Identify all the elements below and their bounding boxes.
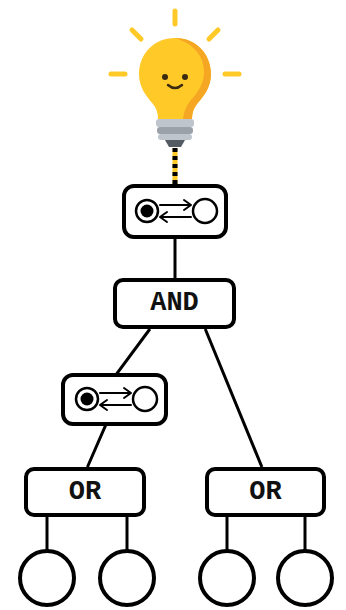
input-circles bbox=[20, 515, 332, 605]
switch-symbol bbox=[124, 186, 226, 237]
switch-symbol bbox=[63, 375, 166, 424]
or-gate-box: OR bbox=[24, 467, 146, 517]
gate-label: AND bbox=[150, 290, 199, 317]
gate-label: OR bbox=[69, 479, 101, 506]
light-bulb bbox=[139, 38, 211, 147]
bulb-wire-dashes bbox=[173, 148, 178, 186]
bulb-wire bbox=[173, 148, 178, 186]
and-gate-box: AND bbox=[113, 278, 236, 329]
or-gate-box: OR bbox=[205, 467, 326, 517]
wire bbox=[174, 238, 177, 280]
wire bbox=[205, 329, 262, 467]
gate-label: OR bbox=[249, 479, 281, 506]
